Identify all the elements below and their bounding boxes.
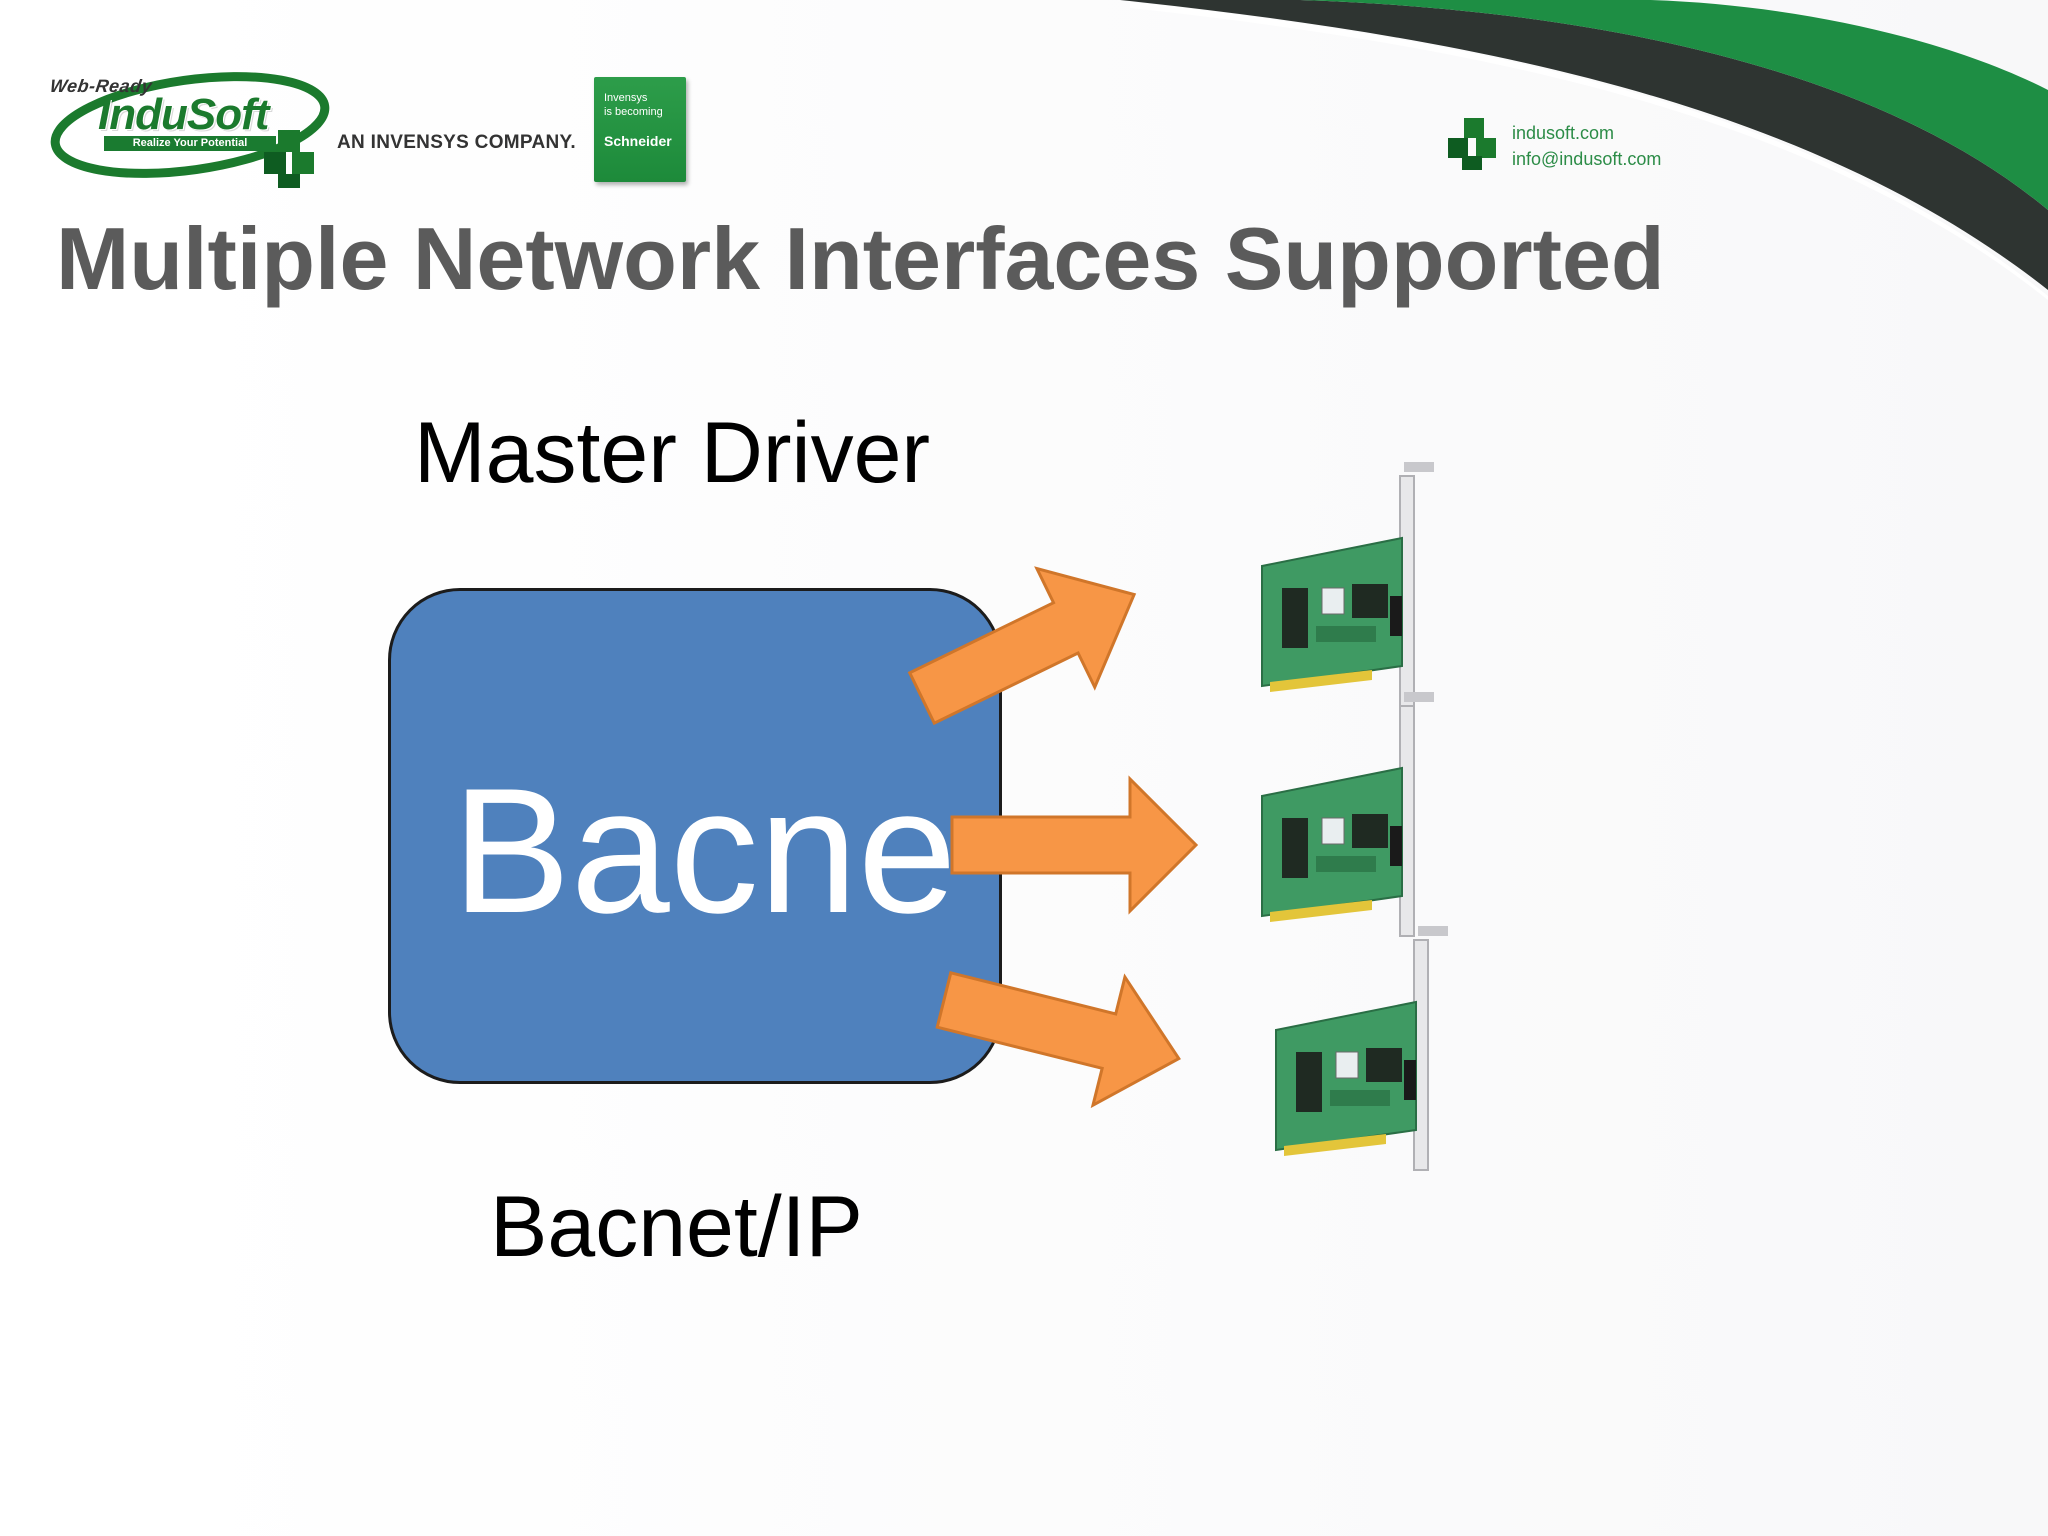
logo-name: InduSoft <box>98 90 269 139</box>
schneider-line2: Schneider <box>604 133 672 149</box>
driver-box-label: Bacne <box>452 751 957 950</box>
network-card-1 <box>1261 461 1435 707</box>
cube-logo-icon <box>264 130 314 188</box>
contact-email[interactable]: info@indusoft.com <box>1512 149 1662 169</box>
slide-title: Multiple Network Interfaces Supported <box>56 209 1665 308</box>
company-text: AN INVENSYS COMPANY. <box>337 132 576 153</box>
contact-info: indusoft.com info@indusoft.com <box>1512 120 1661 172</box>
network-card-3 <box>1275 925 1449 1171</box>
arrow-top <box>907 566 1137 726</box>
label-master-driver: Master Driver <box>414 405 931 501</box>
arrow-middle <box>950 775 1199 915</box>
schneider-line1: Invensys is becoming <box>604 92 663 118</box>
contact-cube-icon <box>1448 118 1496 170</box>
logo-subtitle: Realize Your Potential <box>104 136 276 151</box>
contact-website[interactable]: indusoft.com <box>1512 123 1615 143</box>
schneider-badge: Invensys is becoming Schneider <box>594 77 686 182</box>
network-card-2 <box>1261 691 1435 937</box>
label-bacnet-ip: Bacnet/IP <box>490 1179 863 1275</box>
arrow-bottom <box>935 971 1181 1109</box>
